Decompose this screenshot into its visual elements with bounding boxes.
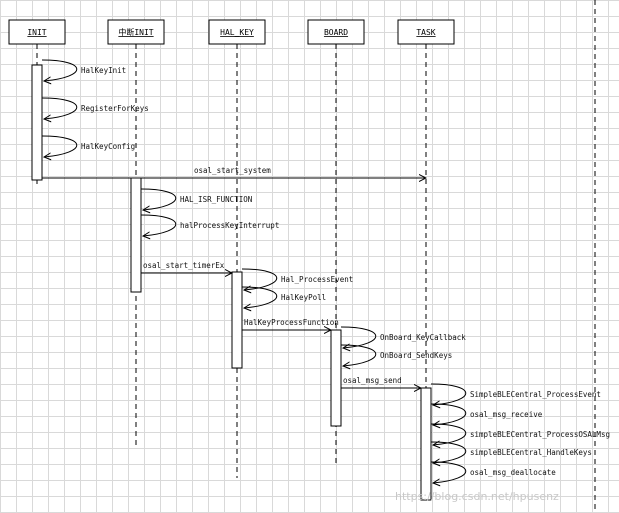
activation-bars	[31, 64, 432, 501]
activation-bar-irq	[130, 177, 142, 293]
activation-bar-task	[420, 387, 432, 501]
message-label: HalKeyInit	[81, 66, 126, 75]
message-3: osal_start_system	[42, 166, 426, 178]
message-5: halProcessKeyInterrupt	[140, 214, 279, 236]
message-label: OnBoard_KeyCallback	[380, 333, 466, 342]
self-message-arrow	[340, 326, 377, 348]
object-box-task	[397, 19, 455, 45]
message-0: HalKeyInit	[41, 59, 126, 81]
message-6: osal_start_timerEx	[141, 261, 232, 273]
activation-bar-board	[330, 329, 342, 427]
object-box-board	[307, 19, 365, 45]
activation-bar-init	[31, 64, 43, 181]
message-label: simpleBLECentral_HandleKeys	[470, 448, 592, 457]
message-label: halProcessKeyInterrupt	[180, 221, 279, 230]
message-7: Hal_ProcessEvent	[241, 268, 353, 290]
message-label: RegisterForKeys	[81, 104, 149, 113]
object-headers: INIT 中断INIT HAL_KEY BOARD TASK	[8, 19, 455, 45]
message-8: HalKeyPoll	[241, 286, 326, 308]
self-message-arrow	[140, 188, 177, 210]
self-message-arrow	[340, 344, 377, 366]
message-11: OnBoard_SendKeys	[340, 344, 452, 366]
message-label: osal_msg_send	[343, 376, 402, 385]
object-box-irq	[107, 19, 165, 45]
message-9: HalKeyProcessFunction	[242, 318, 339, 330]
self-message-arrow	[430, 383, 467, 405]
message-label: HalKeyProcessFunction	[244, 318, 339, 327]
message-label: HAL_ISR_FUNCTION	[180, 195, 252, 204]
message-10: OnBoard_KeyCallback	[340, 326, 466, 348]
object-label-board: BOARD	[324, 28, 348, 37]
object-label-task: TASK	[416, 28, 435, 37]
self-message-arrow	[430, 423, 467, 445]
object-label-halkey: HAL_KEY	[220, 28, 254, 37]
self-message-arrow	[241, 268, 278, 290]
object-board: BOARD	[307, 19, 365, 45]
message-label: SimpleBLECentral_ProcessEvent	[470, 390, 601, 399]
self-message-arrow	[41, 97, 78, 119]
object-task: TASK	[397, 19, 455, 45]
object-label-init: INIT	[27, 28, 46, 37]
watermark-text: https://blog.csdn.net/hpusenz	[395, 490, 559, 503]
message-2: HalKeyConfig	[41, 135, 135, 157]
message-label: osal_msg_receive	[470, 410, 543, 419]
message-label: HalKeyConfig	[81, 142, 135, 151]
message-12: osal_msg_send	[341, 376, 421, 388]
message-17: osal_msg_deallocate	[430, 461, 556, 483]
message-15: simpleBLECentral_ProcessOSALMsg	[430, 423, 610, 445]
message-13: SimpleBLECentral_ProcessEvent	[430, 383, 601, 405]
message-label: osal_start_timerEx	[143, 261, 225, 270]
message-label: HalKeyPoll	[281, 293, 326, 302]
message-14: osal_msg_receive	[430, 403, 543, 425]
self-message-arrow	[430, 461, 467, 483]
message-label: osal_start_system	[194, 166, 271, 175]
object-label-irq: 中断INIT	[118, 27, 153, 37]
message-16: simpleBLECentral_HandleKeys	[430, 441, 592, 463]
self-message-arrow	[241, 286, 278, 308]
message-label: OnBoard_SendKeys	[380, 351, 452, 360]
object-halkey: HAL_KEY	[208, 19, 266, 45]
self-message-arrow	[430, 403, 467, 425]
message-4: HAL_ISR_FUNCTION	[140, 188, 252, 210]
object-box-halkey	[208, 19, 266, 45]
activation-bar-halkey	[231, 271, 243, 369]
message-label: simpleBLECentral_ProcessOSALMsg	[470, 430, 610, 439]
object-box-init	[8, 19, 66, 45]
message-1: RegisterForKeys	[41, 97, 149, 119]
self-message-arrow	[41, 135, 78, 157]
object-irq: 中断INIT	[107, 19, 165, 45]
self-message-arrow	[430, 441, 467, 463]
self-message-arrow	[41, 59, 78, 81]
message-label: osal_msg_deallocate	[470, 468, 556, 477]
object-init: INIT	[8, 19, 66, 45]
message-label: Hal_ProcessEvent	[281, 275, 353, 284]
self-message-arrow	[140, 214, 177, 236]
